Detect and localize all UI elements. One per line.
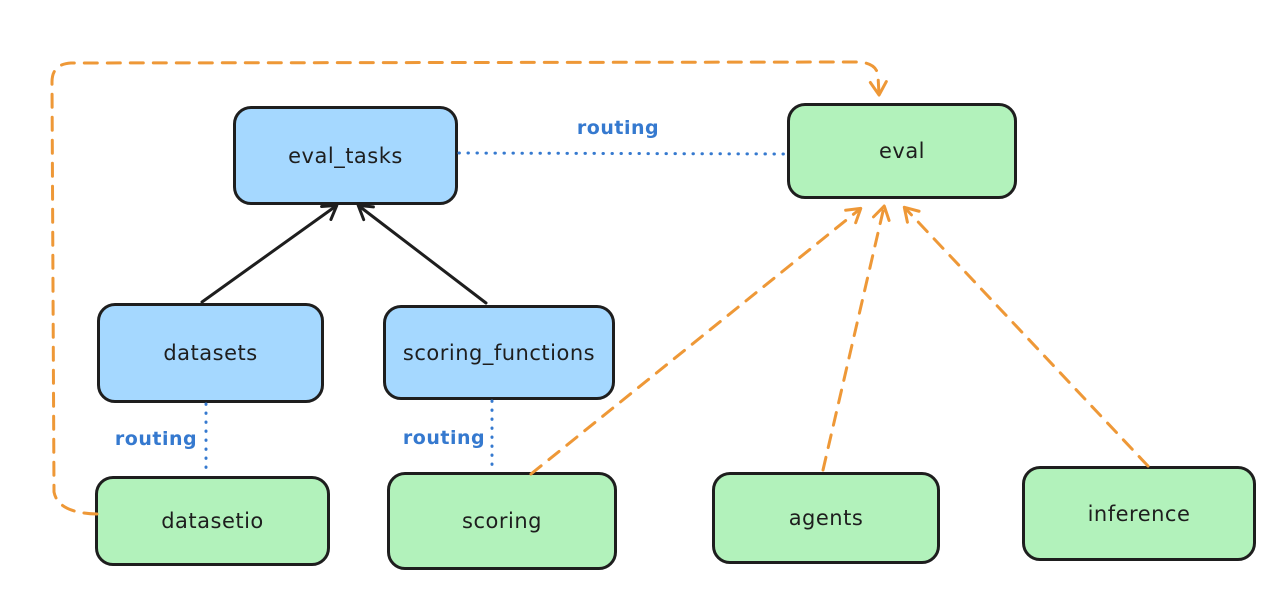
node-label-inference: inference [1087, 501, 1191, 526]
edge-agents-to-eval [821, 204, 891, 472]
edge-scoring_functions-to-eval_tasks [356, 203, 488, 305]
node-label-scoring: scoring [462, 509, 542, 533]
edge-inference-to-eval [902, 205, 1150, 468]
node-label-scoring_functions: scoring_functions [402, 340, 596, 365]
node-datasetio: datasetio [95, 476, 330, 566]
node-scoring_functions: scoring_functions [383, 305, 615, 400]
node-label-datasets: datasets [163, 341, 258, 365]
edge-label-routing: routing [576, 117, 660, 139]
edge-datasets-to-eval_tasks [200, 203, 339, 304]
node-eval_tasks: eval_tasks [233, 106, 458, 205]
node-agents: agents [712, 472, 940, 564]
node-label-agents: agents [788, 506, 864, 530]
node-eval: eval [787, 103, 1017, 199]
node-inference: inference [1022, 466, 1256, 561]
node-scoring: scoring [387, 472, 617, 570]
node-datasets: datasets [97, 303, 324, 403]
edge-label-routing: routing [402, 427, 486, 449]
node-label-datasetio: datasetio [161, 509, 264, 533]
node-label-eval_tasks: eval_tasks [288, 143, 403, 168]
node-label-eval: eval [878, 139, 926, 163]
edge-eval_tasks-routing-eval [457, 151, 788, 156]
edge-label-routing: routing [114, 428, 198, 450]
